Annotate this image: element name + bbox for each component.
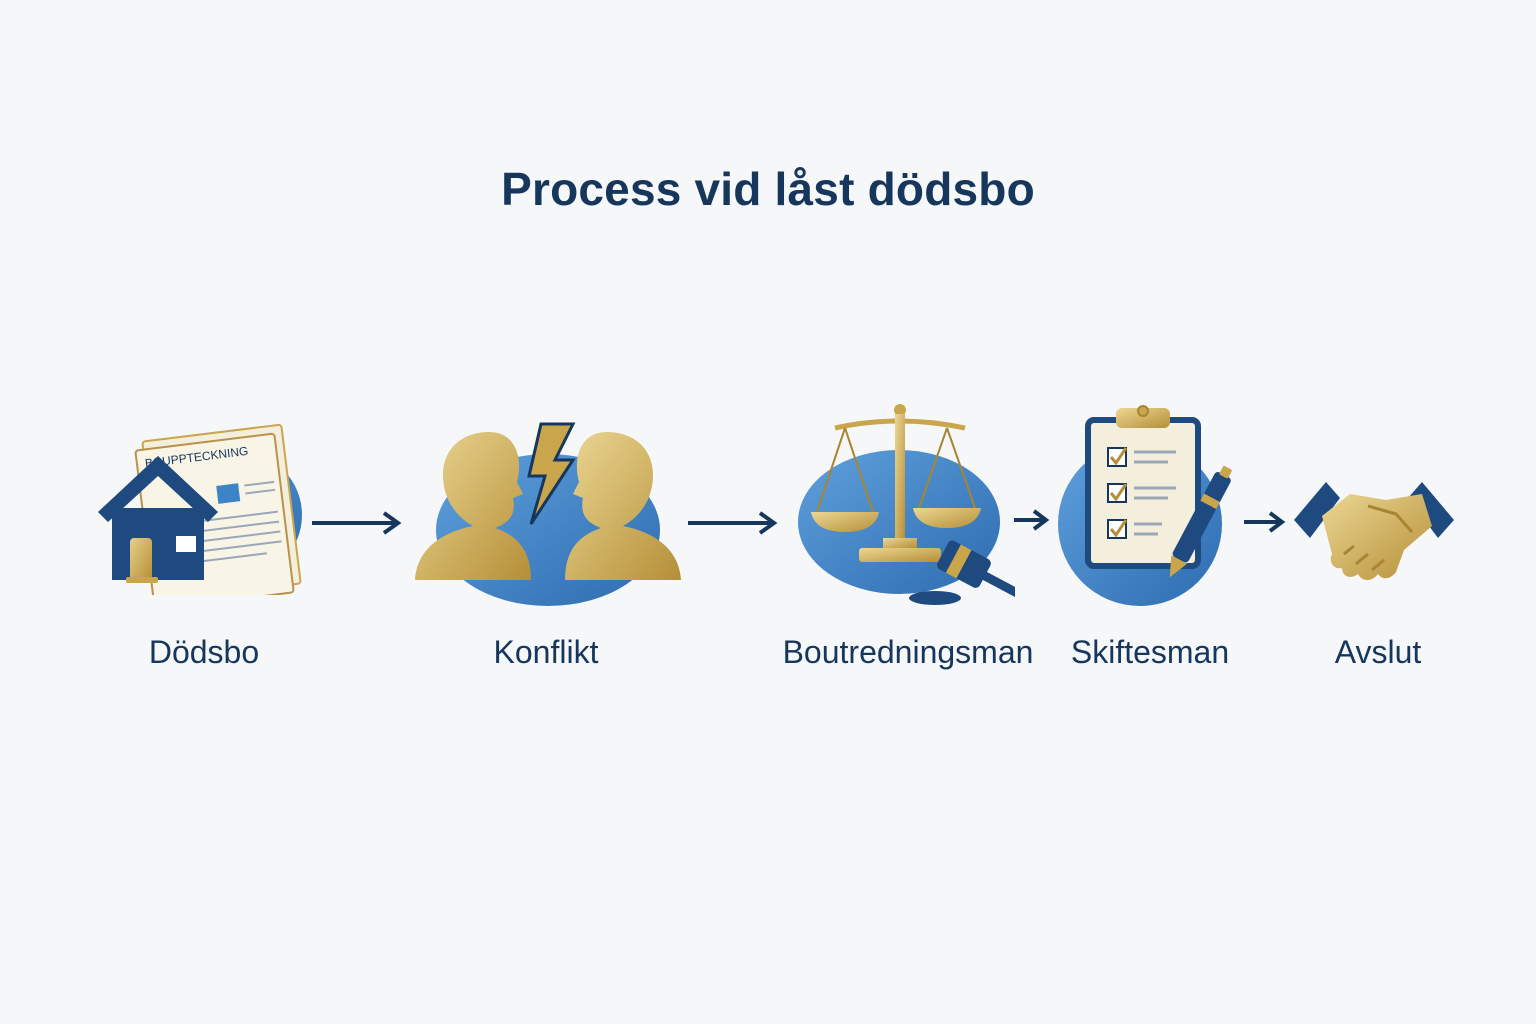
step-label-dodsbo: Dödsbo (148, 634, 260, 670)
scales-gavel-icon (798, 404, 1015, 605)
handshake-icon (1294, 482, 1454, 580)
arrow-icon (688, 511, 778, 535)
step-label-konflikt: Konflikt (493, 634, 599, 670)
step-label-skiftesman: Skiftesman (1070, 634, 1230, 670)
arrow-icon (1244, 511, 1286, 533)
clipboard-checklist-icon (1058, 405, 1232, 606)
step-label-avslut: Avslut (1334, 634, 1422, 670)
arrow-icon (1014, 509, 1050, 531)
arrow-icon (312, 511, 402, 535)
conflict-heads-lightning-icon (415, 422, 681, 606)
step-label-boutredningsman: Boutredningsman (782, 634, 1034, 670)
page-title: Process vid låst dödsbo (501, 163, 1035, 215)
house-document-icon: BOUPPTECKNING (98, 423, 302, 595)
